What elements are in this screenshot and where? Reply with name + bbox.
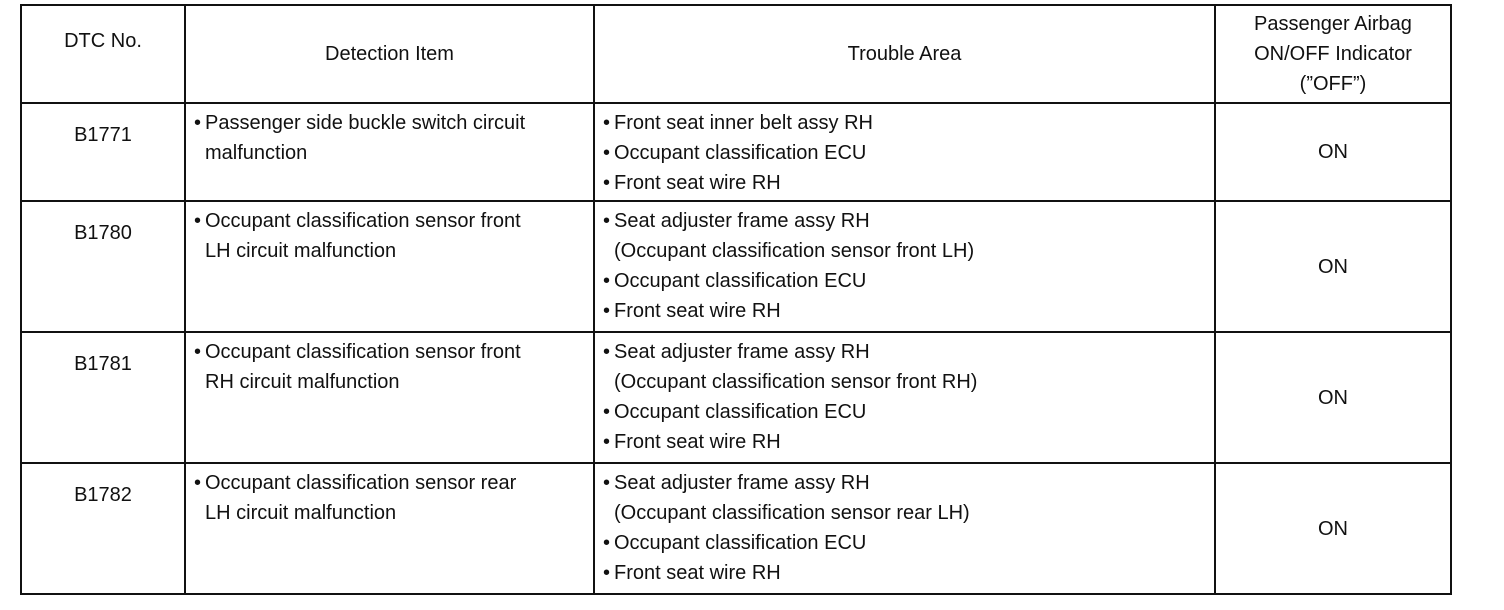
- trouble-item: •Occupant classification ECU: [603, 528, 1214, 558]
- detection-item: • Passenger side buckle switch circuit m…: [194, 108, 593, 168]
- bullet-icon: •: [603, 300, 611, 322]
- header-trouble-area: Trouble Area: [593, 4, 1216, 104]
- trouble-area-cell: •Front seat inner belt assy RH •Occupant…: [593, 102, 1216, 202]
- trouble-subitem: (Occupant classification sensor front LH…: [614, 240, 975, 262]
- trouble-area-cell: •Seat adjuster frame assy RH (Occupant c…: [593, 462, 1216, 595]
- bullet-icon: •: [603, 401, 611, 423]
- detection-line: Occupant classification sensor front: [205, 341, 521, 363]
- bullet-icon: •: [194, 112, 202, 134]
- dtc-table-container: DTC No. Detection Item Trouble Area Pass…: [20, 4, 1452, 595]
- trouble-subitem: (Occupant classification sensor rear LH): [614, 502, 970, 524]
- indicator-cell: ON: [1214, 200, 1452, 333]
- detection-line: Occupant classification sensor front: [205, 210, 521, 232]
- table-row: B1780 • Occupant classification sensor f…: [20, 200, 1452, 333]
- bullet-icon: •: [194, 472, 202, 494]
- dtc-cell: B1780: [20, 200, 186, 333]
- header-indicator-line: Passenger Airbag: [1254, 13, 1412, 35]
- header-indicator: Passenger Airbag ON/OFF Indicator (”OFF”…: [1214, 4, 1452, 104]
- header-dtc-no: DTC No.: [20, 4, 186, 104]
- detection-line: Passenger side buckle switch circuit: [205, 112, 526, 134]
- trouble-item: •Front seat wire RH: [603, 296, 1214, 326]
- table-row: B1782 • Occupant classification sensor r…: [20, 462, 1452, 595]
- trouble-area-cell: •Seat adjuster frame assy RH (Occupant c…: [593, 200, 1216, 333]
- detection-cell: • Occupant classification sensor front R…: [184, 331, 595, 464]
- bullet-icon: •: [603, 431, 611, 453]
- bullet-icon: •: [603, 210, 611, 232]
- detection-line: RH circuit malfunction: [205, 371, 400, 393]
- bullet-icon: •: [603, 112, 611, 134]
- bullet-icon: •: [603, 472, 611, 494]
- detection-line: malfunction: [205, 142, 308, 164]
- detection-item: • Occupant classification sensor front L…: [194, 206, 593, 266]
- table-row: B1781 • Occupant classification sensor f…: [20, 331, 1452, 464]
- detection-cell: • Occupant classification sensor front L…: [184, 200, 595, 333]
- dtc-cell: B1782: [20, 462, 186, 595]
- bullet-icon: •: [603, 562, 611, 584]
- indicator-cell: ON: [1214, 462, 1452, 595]
- trouble-item: •Front seat inner belt assy RH: [603, 108, 1214, 138]
- dtc-table: DTC No. Detection Item Trouble Area Pass…: [20, 4, 1452, 595]
- header-indicator-line: (”OFF”): [1299, 73, 1367, 95]
- dtc-cell: B1781: [20, 331, 186, 464]
- detection-item: • Occupant classification sensor rear LH…: [194, 468, 593, 528]
- detection-line: LH circuit malfunction: [205, 240, 397, 262]
- detection-item: • Occupant classification sensor front R…: [194, 337, 593, 397]
- bullet-icon: •: [603, 172, 611, 194]
- trouble-item: •Occupant classification ECU: [603, 138, 1214, 168]
- bullet-icon: •: [603, 532, 611, 554]
- trouble-subitem: (Occupant classification sensor front RH…: [614, 371, 978, 393]
- detection-line: LH circuit malfunction: [205, 502, 397, 524]
- indicator-cell: ON: [1214, 331, 1452, 464]
- bullet-icon: •: [603, 142, 611, 164]
- trouble-item: •Seat adjuster frame assy RH: [603, 206, 1214, 236]
- trouble-area-cell: •Seat adjuster frame assy RH (Occupant c…: [593, 331, 1216, 464]
- header-detection-item: Detection Item: [184, 4, 595, 104]
- bullet-icon: •: [603, 270, 611, 292]
- bullet-icon: •: [194, 210, 202, 232]
- bullet-icon: •: [194, 341, 202, 363]
- trouble-item: •Front seat wire RH: [603, 558, 1214, 588]
- header-row: DTC No. Detection Item Trouble Area Pass…: [20, 4, 1452, 104]
- indicator-cell: ON: [1214, 102, 1452, 202]
- header-indicator-line: ON/OFF Indicator: [1254, 43, 1412, 65]
- trouble-item: •Front seat wire RH: [603, 168, 1214, 198]
- detection-cell: • Passenger side buckle switch circuit m…: [184, 102, 595, 202]
- trouble-item: •Occupant classification ECU: [603, 397, 1214, 427]
- table-row: B1771 • Passenger side buckle switch cir…: [20, 102, 1452, 202]
- detection-cell: • Occupant classification sensor rear LH…: [184, 462, 595, 595]
- dtc-cell: B1771: [20, 102, 186, 202]
- trouble-item: •Front seat wire RH: [603, 427, 1214, 457]
- bullet-icon: •: [603, 341, 611, 363]
- trouble-item: •Seat adjuster frame assy RH: [603, 468, 1214, 498]
- trouble-item: •Seat adjuster frame assy RH: [603, 337, 1214, 367]
- trouble-item: •Occupant classification ECU: [603, 266, 1214, 296]
- detection-line: Occupant classification sensor rear: [205, 472, 517, 494]
